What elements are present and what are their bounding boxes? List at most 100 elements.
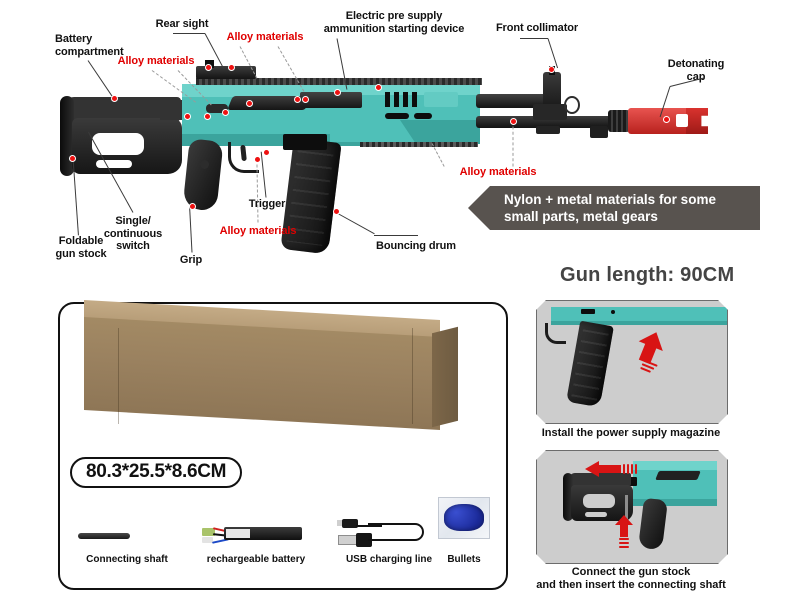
- battery-label: [226, 529, 250, 538]
- handguard-vent: [385, 92, 390, 107]
- leader-grip: [189, 206, 193, 253]
- callout-alloy-materials-1: Alloy materials: [117, 55, 195, 67]
- step1-trigger-guard: [545, 323, 566, 344]
- usb-micro-plug: [342, 519, 358, 528]
- callout-rear-sight: Rear sight: [155, 18, 209, 30]
- bolt-carrier: [300, 92, 362, 108]
- gun-stock-cutout-lower: [96, 160, 132, 168]
- step2-buttplate: [563, 473, 573, 521]
- detonating-cap-window: [676, 114, 688, 127]
- callout-front-collimator: Front collimator: [495, 22, 579, 34]
- package-panel: 80.3*25.5*8.6CM Connecting shaft recharg…: [58, 300, 508, 590]
- accessory-label: Connecting shaft: [86, 554, 168, 565]
- step2-slide-arrow: [585, 461, 621, 482]
- step1-receiver-edge: [551, 321, 728, 325]
- leader-trigger: [260, 151, 267, 198]
- carton-front-face: [84, 317, 440, 430]
- callout-bouncing-drum: Bouncing drum: [376, 240, 456, 252]
- gun-stock-neck: [160, 100, 188, 120]
- dot-trunnion: [375, 84, 382, 91]
- usb-a-metal: [338, 535, 358, 545]
- arrow-up-icon: [637, 331, 663, 365]
- dot-bolt-carrier-b: [302, 96, 309, 103]
- accessory-label: Bullets: [447, 554, 481, 565]
- gun-length-text: Gun length: 90CM: [560, 264, 735, 286]
- leader-alloy-3b: [512, 126, 514, 167]
- step1-receiver-detail: [581, 309, 595, 314]
- dot-bouncing-drum: [333, 208, 340, 215]
- dot-rear-sight-2: [228, 64, 235, 71]
- usb-cord-upper: [356, 525, 382, 528]
- gas-block: [533, 104, 567, 120]
- dot-detonating-cap: [663, 116, 670, 123]
- carton-box: [60, 300, 470, 434]
- usb-cord: [368, 523, 424, 541]
- carton-crease: [412, 327, 413, 425]
- gun-illustration: Battery compartment Rear sight Alloy mat…: [0, 0, 800, 280]
- callout-alloy-materials-2: Alloy materials: [226, 31, 304, 43]
- callout-trigger: Trigger: [248, 198, 286, 210]
- muzzle-collar: [608, 110, 630, 132]
- barrel-brace: [590, 126, 608, 138]
- callout-electric-pre-supply: Electric pre supply ammunition starting …: [323, 10, 465, 35]
- dot-charging-handle: [246, 100, 253, 107]
- material-banner: Nylon + metal materials for some small p…: [468, 186, 760, 230]
- handguard-panel: [424, 92, 458, 107]
- step-install-magazine-panel: [536, 300, 728, 424]
- callout-grip: Grip: [179, 254, 203, 266]
- step2-stock-tube: [569, 473, 631, 486]
- battery-connector-green: [202, 528, 215, 536]
- step2-speedlines-v: [619, 538, 630, 550]
- step2-shaft-slot: [625, 495, 628, 519]
- step2-insert-arrow: [615, 515, 633, 542]
- detonating-cap-tip: [686, 108, 708, 134]
- accessory-label: rechargeable battery: [206, 554, 306, 565]
- dot-battery-compartment: [111, 95, 118, 102]
- dot-electric-pre-supply: [334, 89, 341, 96]
- callout-battery-compartment: Battery compartment: [55, 33, 124, 58]
- callout-alloy-materials-4: Alloy materials: [219, 225, 297, 237]
- dot-rear-sight: [205, 64, 212, 71]
- leader-rear-sight: [173, 33, 205, 34]
- step2-charging-handle: [655, 471, 701, 480]
- handguard-vent: [412, 92, 417, 107]
- carton-crease: [118, 327, 119, 425]
- accessory-bullets: Bullets: [422, 497, 506, 565]
- battery-art: [180, 509, 332, 551]
- callout-foldable-gun-stock: Foldable gun stock: [55, 235, 107, 260]
- step2-stock-cutout-lower: [585, 512, 607, 517]
- connecting-shaft-art: [66, 509, 188, 551]
- step-install-magazine-caption: Install the power supply magazine: [541, 427, 721, 439]
- gun-stock-cutout: [92, 133, 144, 155]
- step2-receiver-shadow: [633, 499, 717, 506]
- step1-receiver-detail: [611, 310, 615, 314]
- bullets-art: [422, 497, 506, 551]
- pistol-grip: [182, 138, 224, 212]
- arrow-up-icon: [615, 515, 633, 537]
- dot-bolt-carrier-a: [294, 96, 301, 103]
- dot-trigger: [263, 149, 270, 156]
- battery-connector-white: [202, 537, 213, 543]
- step1-insert-arrow: [637, 331, 663, 381]
- handguard-bevel: [400, 120, 480, 144]
- dot-front-collimator: [548, 66, 555, 73]
- dot-grip: [189, 203, 196, 210]
- bottom-rail: [360, 142, 478, 147]
- package-dimensions-badge: 80.3*25.5*8.6CM: [70, 457, 243, 488]
- accessory-usb-charging-line: USB charging line: [328, 509, 450, 565]
- dot-gas-tube: [510, 118, 517, 125]
- step2-receiver-top: [633, 461, 717, 470]
- leader-bouncing-drum: [335, 212, 375, 235]
- accessory-label: USB charging line: [345, 554, 433, 565]
- carton-side-face: [432, 326, 458, 428]
- handguard-vent: [394, 92, 399, 107]
- handguard-top: [330, 84, 480, 95]
- dot-alloy-trigger-area: [254, 156, 261, 163]
- usb-cable-art: [328, 509, 450, 551]
- step2-speedlines-h: [623, 464, 637, 474]
- dot-selector: [222, 109, 229, 116]
- callout-alloy-materials-3: Alloy materials: [459, 166, 537, 178]
- leader-bouncing-drum-2: [374, 235, 418, 236]
- dot-receiver-left: [184, 113, 191, 120]
